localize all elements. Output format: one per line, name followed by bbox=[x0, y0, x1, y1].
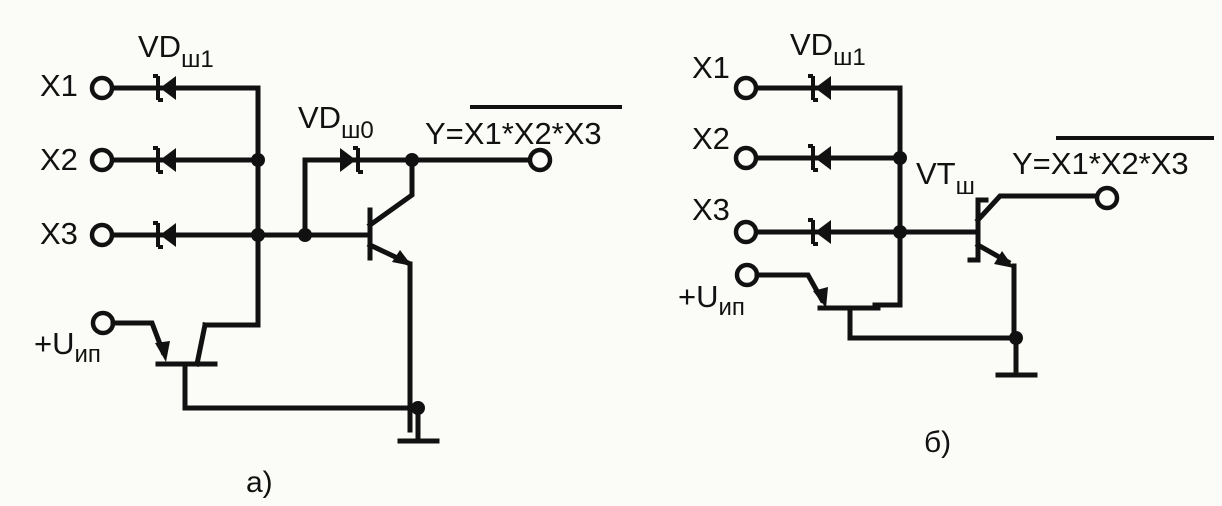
schottky-diode-x1 bbox=[808, 74, 831, 102]
input-label-x2: X2 bbox=[40, 142, 78, 177]
input-diode-label: VDш1 bbox=[138, 29, 214, 73]
diagram-b: X1 X2 X3 VDш1 VTш Y=X1*X2*X bbox=[678, 27, 1214, 459]
input-label-x3: X3 bbox=[692, 192, 730, 227]
input-label-x1: X1 bbox=[692, 50, 730, 85]
schottky-diode-x1 bbox=[153, 74, 176, 102]
ground-return-wire bbox=[847, 305, 1019, 341]
transistor-label: VTш bbox=[916, 156, 975, 200]
input-terminal-x2[interactable] bbox=[733, 145, 759, 171]
schottky-diode-x2 bbox=[153, 146, 176, 174]
output-terminal[interactable] bbox=[527, 147, 553, 173]
input-label-x3: X3 bbox=[40, 216, 78, 251]
ground-return-wire bbox=[182, 361, 421, 411]
supply-terminal[interactable] bbox=[734, 262, 760, 288]
input-terminal-x1[interactable] bbox=[89, 75, 115, 101]
supply-terminal[interactable] bbox=[90, 310, 116, 336]
input-diode-label: VDш1 bbox=[790, 27, 866, 71]
output-diode-label: VDш0 bbox=[298, 100, 374, 144]
output-formula: Y=X1*X2*X3 bbox=[425, 116, 602, 151]
input-wire-x1 bbox=[109, 85, 261, 328]
caption-a: а) bbox=[246, 466, 273, 499]
supply-wire bbox=[110, 320, 167, 356]
supply-label: +Uип bbox=[678, 279, 745, 321]
junction-dot bbox=[251, 228, 265, 242]
supply-arrow bbox=[813, 287, 828, 308]
schottky-diode-vdsh0 bbox=[340, 146, 363, 174]
supply-transistor-collector bbox=[194, 322, 208, 367]
junction-dot bbox=[893, 225, 907, 239]
schottky-diode-x3 bbox=[808, 218, 831, 246]
input-terminal-x3[interactable] bbox=[733, 219, 759, 245]
input-terminal-x3[interactable] bbox=[89, 222, 115, 248]
input-terminal-x1[interactable] bbox=[733, 75, 759, 101]
schottky-diode-x2 bbox=[808, 144, 831, 172]
diode-vdsh0-wire bbox=[302, 157, 411, 238]
input-wire-x1 bbox=[753, 85, 903, 308]
supply-arrow bbox=[155, 341, 170, 362]
schottky-diode-x3 bbox=[153, 221, 176, 249]
caption-b: б) bbox=[924, 426, 951, 459]
diagram-a: X1 X2 X3 VDш1 VDш0 bbox=[34, 29, 622, 499]
input-terminal-x2[interactable] bbox=[89, 147, 115, 173]
schottky-transistor bbox=[967, 193, 1101, 343]
output-transistor bbox=[366, 157, 415, 433]
supply-wire bbox=[754, 272, 826, 304]
junction-dot bbox=[251, 153, 265, 167]
supply-label: +Uип bbox=[34, 326, 101, 368]
input-label-x2: X2 bbox=[692, 121, 730, 156]
input-label-x1: X1 bbox=[40, 68, 78, 103]
junction-dot bbox=[893, 151, 907, 165]
output-formula: Y=X1*X2*X3 bbox=[1012, 146, 1189, 181]
output-terminal[interactable] bbox=[1094, 185, 1120, 211]
